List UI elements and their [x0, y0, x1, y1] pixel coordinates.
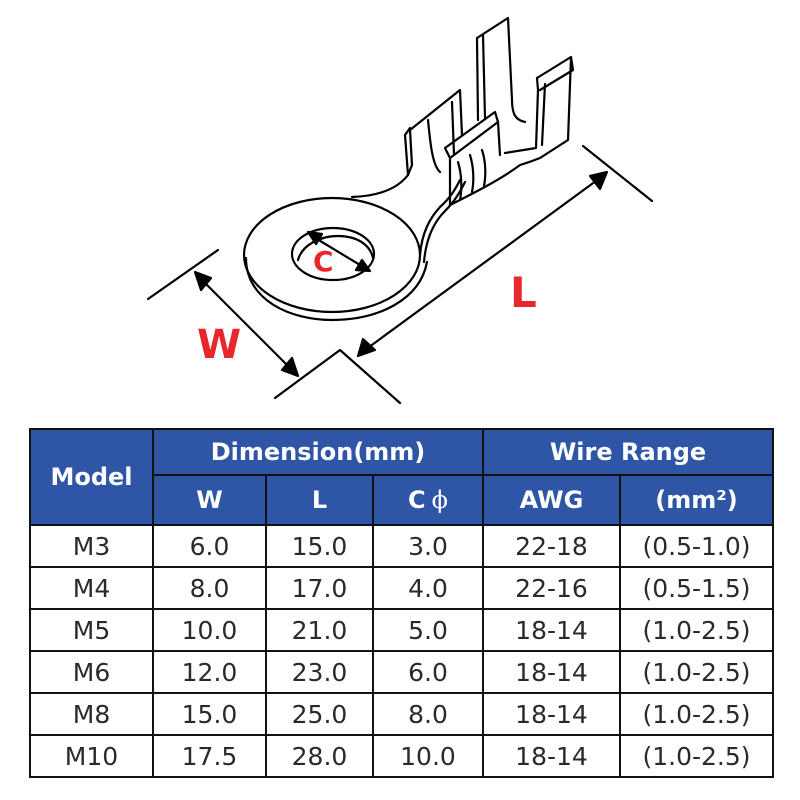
header-dimension-group: Dimension(mm)	[152, 428, 484, 476]
ring-terminal-diagram: W L C	[146, 16, 654, 405]
cell-model: M4	[29, 566, 154, 610]
hole-diameter-label: C	[313, 245, 334, 278]
table-row: M8 15.0 25.0 8.0 18-14 (1.0-2.5)	[29, 692, 775, 736]
cell-w: 10.0	[152, 608, 267, 652]
cell-awg: 18-14	[482, 692, 621, 736]
cell-mm2: (0.5-1.5)	[618, 566, 775, 610]
table-row: M10 17.5 28.0 10.0 18-14 (1.0-2.5)	[29, 734, 775, 778]
header-w: W	[152, 474, 267, 526]
table-row: M3 6.0 15.0 3.0 22-18 (0.5-1.0)	[29, 524, 775, 568]
cell-model: M5	[29, 608, 154, 652]
table-header-row-1: Model Dimension(mm) Wire Range	[29, 428, 775, 526]
cell-c: 10.0	[372, 734, 484, 778]
cell-l: 23.0	[265, 650, 374, 694]
cell-w: 8.0	[152, 566, 267, 610]
cell-awg: 18-14	[482, 650, 621, 694]
cell-model: M6	[29, 650, 154, 694]
ring-terminal-body-icon	[242, 16, 575, 322]
cell-w: 12.0	[152, 650, 267, 694]
header-l: L	[265, 474, 374, 526]
cell-w: 6.0	[152, 524, 267, 568]
cell-w: 17.5	[152, 734, 267, 778]
cell-l: 17.0	[265, 566, 374, 610]
cell-awg: 22-18	[482, 524, 621, 568]
cell-l: 28.0	[265, 734, 374, 778]
cell-awg: 22-16	[482, 566, 621, 610]
header-wire-range-group: Wire Range	[481, 428, 775, 476]
table-row: M5 10.0 21.0 5.0 18-14 (1.0-2.5)	[29, 608, 775, 652]
cell-mm2: (1.0-2.5)	[618, 608, 775, 652]
cell-c: 5.0	[372, 608, 484, 652]
table-row: M6 12.0 23.0 6.0 18-14 (1.0-2.5)	[29, 650, 775, 694]
header-mm2: (mm²)	[618, 474, 775, 526]
cell-model: M8	[29, 692, 154, 736]
cell-l: 21.0	[265, 608, 374, 652]
cell-awg: 18-14	[482, 734, 621, 778]
cell-model: M10	[29, 734, 154, 778]
width-label: W	[197, 322, 242, 368]
cell-mm2: (0.5-1.0)	[618, 524, 775, 568]
cell-mm2: (1.0-2.5)	[618, 650, 775, 694]
length-dimension-icon	[273, 144, 654, 405]
cell-c: 8.0	[372, 692, 484, 736]
hole-diameter-dimension-icon	[306, 230, 372, 273]
length-label: L	[510, 268, 537, 317]
cell-c: 4.0	[372, 566, 484, 610]
cell-awg: 18-14	[482, 608, 621, 652]
cell-mm2: (1.0-2.5)	[618, 734, 775, 778]
ring-terminal-drawing	[146, 16, 654, 405]
cell-c: 3.0	[372, 524, 484, 568]
cell-model: M3	[29, 524, 154, 568]
header-awg: AWG	[482, 474, 621, 526]
cell-w: 15.0	[152, 692, 267, 736]
cell-l: 25.0	[265, 692, 374, 736]
header-model: Model	[29, 428, 154, 526]
diameter-symbol-icon: ϕ	[431, 486, 448, 514]
cell-mm2: (1.0-2.5)	[618, 692, 775, 736]
width-dimension-icon	[146, 248, 300, 378]
header-c-letter: C	[408, 486, 426, 514]
cell-l: 15.0	[265, 524, 374, 568]
cell-c: 6.0	[372, 650, 484, 694]
table-row: M4 8.0 17.0 4.0 22-16 (0.5-1.5)	[29, 566, 775, 610]
